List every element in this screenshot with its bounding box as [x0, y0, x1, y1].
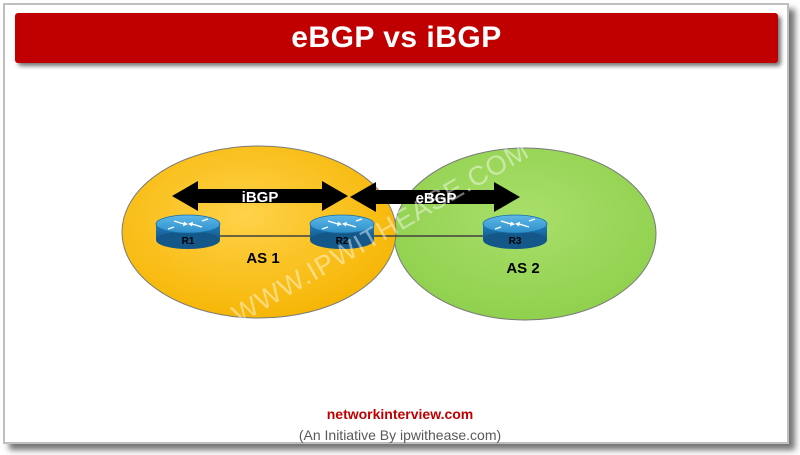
as1-label: AS 1 [246, 250, 279, 267]
ibgp-arrow [172, 181, 348, 211]
ebgp-label: eBGP [416, 190, 457, 207]
router-r3: R3 [482, 214, 548, 250]
footer-subtitle: (An Initiative By ipwithease.com) [298, 427, 502, 443]
router-label: R3 [509, 236, 522, 247]
router-label: R2 [336, 236, 349, 247]
footer: networkinterview.com (An Initiative By i… [0, 405, 800, 444]
router-r1: R1 [155, 214, 221, 250]
ebgp-arrow [350, 182, 520, 212]
ibgp-label: iBGP [242, 189, 279, 206]
title-banner: eBGP vs iBGP [15, 13, 778, 63]
page-title: eBGP vs iBGP [291, 21, 502, 54]
router-r2: R2 [309, 214, 375, 250]
footer-site: networkinterview.com [326, 406, 474, 422]
router-label: R1 [182, 236, 195, 247]
as2-label: AS 2 [506, 260, 539, 277]
